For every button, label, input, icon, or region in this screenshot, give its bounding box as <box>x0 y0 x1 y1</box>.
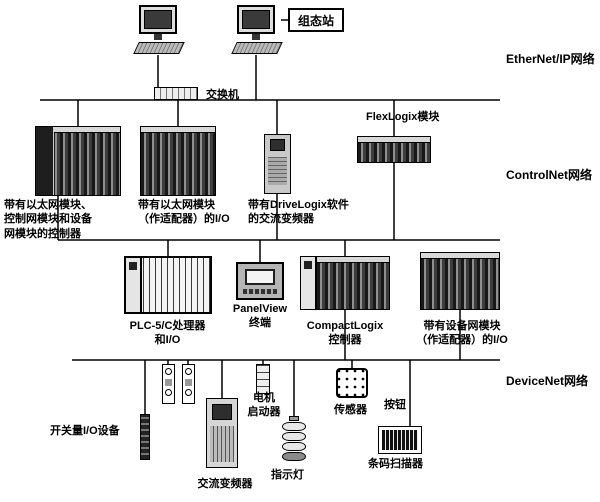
cpu-chip <box>304 261 312 269</box>
workstation-icon <box>231 5 283 57</box>
controlnet-network-label: ControlNet网络 <box>506 168 592 182</box>
drive-display <box>270 139 285 151</box>
barcode-scanner-label: 条码扫描器 <box>368 458 423 470</box>
module-topband <box>141 127 215 133</box>
panelview-screen <box>245 269 275 285</box>
module-topband <box>358 137 430 143</box>
switch-icon <box>154 87 198 100</box>
compactlogix-cpu-module <box>301 257 317 309</box>
cpu-chip <box>129 262 137 270</box>
switch-label: 交换机 <box>206 89 239 101</box>
drive-vents <box>210 426 234 462</box>
drive-vents <box>268 157 287 185</box>
monitor-screen <box>242 10 270 29</box>
io-block <box>165 379 172 386</box>
devicenet-network-label: DeviceNet网络 <box>506 374 589 388</box>
controller-cpu-block <box>36 127 54 195</box>
indicator-disc <box>282 442 306 451</box>
compactlogix-label: CompactLogix 控制器 <box>306 320 384 347</box>
io-dot <box>165 368 172 375</box>
barcode-scanner-icon <box>378 426 422 454</box>
module-topband <box>36 127 120 133</box>
workstation-icon <box>133 5 185 57</box>
multi-module-controller-label: 带有以太网模块、 控制网模块和设备 网模块的控制器 <box>4 199 92 240</box>
ethernet-adapter-io-label: 带有以太网模块 （作适配器）的I/O <box>138 199 230 226</box>
devicenet-adapter-io-label: 带有设备网模块 （作适配器）的I/O <box>416 320 508 347</box>
sensor-label: 传感器 <box>334 404 367 416</box>
io-dot <box>165 389 172 396</box>
devicenet-adapter-io-icon <box>420 252 500 310</box>
config-station-label-box: 组态站 <box>288 8 344 32</box>
io-bar-device-icon <box>140 414 150 460</box>
multi-module-controller-icon <box>35 126 121 196</box>
compactlogix-controller-icon <box>300 256 390 310</box>
flexlogix-label: FlexLogix模块 <box>366 111 440 123</box>
indicator-disc <box>282 432 306 441</box>
ethernet-network-label: EtherNet/IP网络 <box>506 52 595 66</box>
push-button-label: 按钮 <box>384 399 406 411</box>
motor-starter-label: 电机 启动器 <box>247 392 281 419</box>
ethernet-adapter-io-icon <box>140 126 216 196</box>
panelview-label: PanelView 终端 <box>232 303 288 330</box>
monitor-stand <box>154 34 162 40</box>
drivelogix-drive-label: 带有DriveLogix软件 的交流变频器 <box>248 199 349 226</box>
drivelogix-drive-icon <box>264 134 291 194</box>
plc5-label: PLC-5/C处理器 和I/O <box>129 320 206 347</box>
config-station-label: 组态站 <box>297 13 334 28</box>
drive-display <box>212 404 232 420</box>
monitor-stand <box>252 34 260 40</box>
monitor <box>139 5 177 34</box>
io-block <box>185 379 192 386</box>
module-topband <box>301 257 389 263</box>
io-dot <box>185 389 192 396</box>
panelview-terminal-icon <box>236 262 284 300</box>
monitor-screen <box>144 10 172 29</box>
ac-drive-label: 交流变频器 <box>197 478 253 490</box>
indicator-cap <box>289 416 299 421</box>
motor-starter-icon <box>256 364 270 394</box>
flexlogix-module-icon <box>357 136 431 163</box>
module-topband <box>421 253 499 259</box>
indicator-light-label: 指示灯 <box>271 469 304 481</box>
sensor-icon <box>336 368 368 398</box>
panelview-keys <box>243 289 277 294</box>
plc5-cpu-module <box>126 258 142 312</box>
keyboard <box>231 42 283 54</box>
indicator-disc <box>282 452 306 461</box>
monitor <box>237 5 275 34</box>
indicator-light-icon <box>282 416 306 464</box>
io-dot <box>185 368 192 375</box>
plc5-rack-icon <box>124 256 212 314</box>
ac-drive-icon <box>206 398 238 468</box>
io-point-icon <box>162 364 175 404</box>
barcode-bars <box>382 430 418 450</box>
io-point-icon <box>182 364 195 404</box>
keyboard <box>133 42 185 54</box>
indicator-disc <box>282 422 306 431</box>
discrete-io-label: 开关量I/O设备 <box>50 425 120 437</box>
